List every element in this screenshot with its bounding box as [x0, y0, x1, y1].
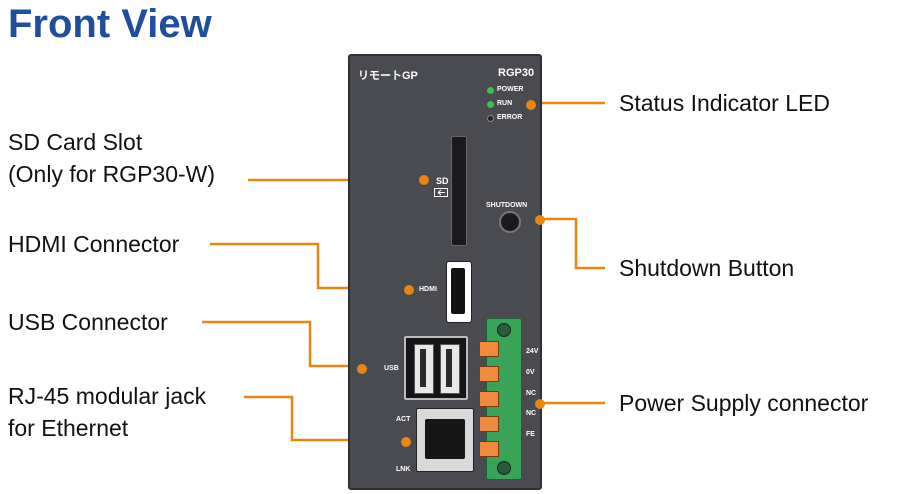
terminal-screw-nc1 [479, 391, 499, 407]
terminal-screw-nc2 [479, 416, 499, 432]
sd-callout-dot [419, 175, 429, 185]
hdmi-port[interactable] [446, 261, 472, 323]
usb-label: USB [384, 365, 399, 372]
led-label-power: POWER [497, 86, 524, 93]
shutdown-callout-dot [535, 215, 545, 225]
hdmi-socket [451, 268, 465, 314]
rj45-socket [425, 419, 465, 459]
shutdown-label: SHUTDOWN [486, 202, 528, 209]
status-indicator-led-label: Status Indicator LED [619, 90, 830, 116]
terminal-bottom-screw-icon [497, 461, 511, 475]
usb-connector-label: USB Connector [8, 309, 168, 335]
terminal-screw-fe [479, 441, 499, 457]
device-brand: リモートGP [358, 70, 418, 82]
shutdown-callout-line [541, 217, 605, 270]
power-led-icon [487, 87, 494, 94]
device-model: RGP30 [498, 67, 535, 79]
page-title: Front View [8, 2, 212, 46]
act-label: ACT [396, 416, 411, 423]
rj45-jack-label: RJ-45 modular jack for Ethernet [8, 383, 207, 441]
sd-insert-arrow-icon [434, 188, 448, 197]
hdmi-label: HDMI [419, 286, 437, 293]
status-led-callout-dot [526, 100, 536, 110]
usb-callout-line [202, 320, 360, 368]
rj45-jack[interactable] [416, 408, 474, 472]
terminal-label-fe: FE [526, 431, 535, 438]
usb-connector[interactable] [404, 336, 468, 400]
usb-callout-dot [357, 364, 367, 374]
terminal-label-24v: 24V [526, 348, 539, 355]
power-terminal-block[interactable] [479, 318, 522, 480]
run-led-icon [487, 101, 494, 108]
hdmi-connector-label: HDMI Connector [8, 231, 180, 257]
lnk-label: LNK [396, 466, 411, 473]
sd-label: SD [436, 176, 449, 186]
power-supply-callout-dot [535, 399, 545, 409]
usb-port-2[interactable] [440, 344, 460, 394]
led-label-run: RUN [497, 100, 513, 107]
usb-port-1[interactable] [414, 344, 434, 394]
led-label-error: ERROR [497, 114, 523, 121]
rj45-callout-dot [401, 437, 411, 447]
terminal-top-screw-icon [497, 323, 511, 337]
shutdown-button[interactable] [499, 211, 521, 233]
terminal-label-0v: 0V [526, 369, 535, 376]
shutdown-button-label: Shutdown Button [619, 255, 795, 281]
terminal-screw-0v [479, 366, 499, 382]
error-led-icon [487, 115, 494, 122]
terminal-label-nc2: NC [526, 410, 537, 417]
sd-card-slot-label: SD Card Slot (Only for RGP30-W) [8, 129, 216, 187]
device-front-panel: リモートGP RGP30 POWER RUN ERROR SD SHUTDOWN… [348, 54, 545, 490]
terminal-screw-24v [479, 341, 499, 357]
terminal-label-nc1: NC [526, 390, 537, 397]
power-supply-connector-label: Power Supply connector [619, 390, 869, 416]
sd-card-slot[interactable] [451, 136, 467, 246]
hdmi-callout-dot [404, 285, 414, 295]
